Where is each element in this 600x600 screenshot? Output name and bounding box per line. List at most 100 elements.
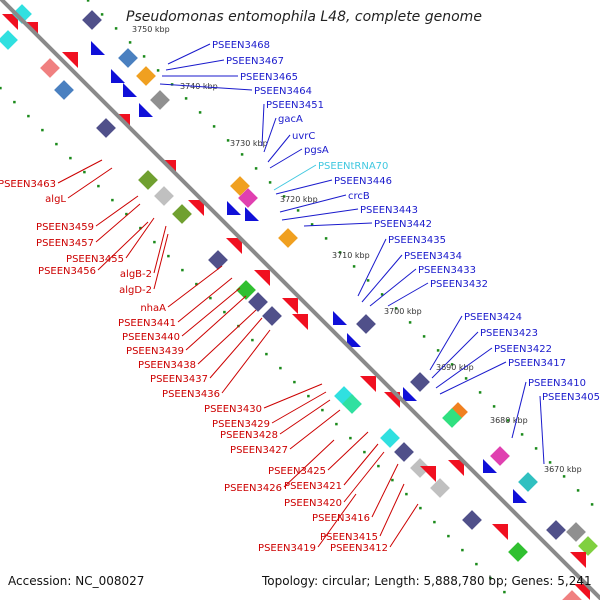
tick-mark bbox=[282, 195, 286, 198]
gene-label: PSEEN3426 bbox=[224, 483, 282, 494]
label-leader bbox=[435, 347, 493, 389]
label-leader bbox=[185, 295, 247, 351]
gene-label: PSEEN3455 bbox=[66, 254, 124, 265]
gene-block bbox=[248, 292, 268, 312]
gene-block bbox=[490, 446, 510, 466]
gene-label: algL bbox=[45, 194, 66, 205]
tick-mark bbox=[408, 321, 412, 324]
tick-mark bbox=[55, 142, 58, 146]
tick-mark bbox=[433, 520, 436, 524]
gene-block bbox=[508, 542, 528, 562]
tick-mark bbox=[436, 349, 440, 352]
forward-gene bbox=[492, 524, 508, 540]
label-leader bbox=[379, 483, 405, 537]
tick-mark bbox=[184, 97, 188, 100]
gene-label: PSEEN3415 bbox=[320, 532, 378, 543]
label-leader bbox=[539, 395, 545, 465]
tick-mark bbox=[492, 405, 496, 408]
tick-mark bbox=[307, 394, 310, 398]
reverse-gene bbox=[403, 387, 417, 401]
gene-label: uvrC bbox=[292, 131, 315, 142]
label-leader bbox=[369, 268, 417, 307]
gene-label: PSEEN3441 bbox=[118, 318, 176, 329]
gene-block bbox=[118, 48, 138, 68]
gene-block bbox=[546, 520, 566, 540]
forward-gene bbox=[2, 14, 18, 30]
scale-label: 3710 kbp bbox=[332, 251, 370, 260]
tick-mark bbox=[324, 237, 328, 240]
label-leader bbox=[57, 159, 103, 184]
gene-block bbox=[562, 590, 582, 600]
gene-label: PSEEN3467 bbox=[226, 56, 284, 67]
label-leader bbox=[283, 439, 335, 488]
label-leader bbox=[387, 282, 429, 307]
tick-mark bbox=[461, 548, 464, 552]
reverse-gene bbox=[139, 103, 153, 117]
tick-mark bbox=[27, 114, 30, 118]
gene-block bbox=[410, 372, 430, 392]
scale-label: 3750 kbp bbox=[132, 25, 170, 34]
forward-gene bbox=[574, 584, 590, 600]
label-leader bbox=[343, 451, 385, 503]
tick-mark bbox=[251, 338, 254, 342]
gene-block bbox=[578, 536, 598, 556]
gene-block bbox=[342, 394, 362, 414]
label-leader bbox=[303, 222, 373, 227]
gene-label: gacA bbox=[278, 114, 303, 125]
tick-mark bbox=[394, 307, 398, 310]
tick-mark bbox=[520, 433, 524, 436]
gene-block bbox=[394, 442, 414, 462]
gene-label: PSEEN3434 bbox=[404, 251, 462, 262]
reverse-gene bbox=[245, 207, 259, 221]
label-leader bbox=[511, 381, 527, 439]
label-leader bbox=[289, 409, 341, 450]
forward-gene bbox=[282, 298, 298, 314]
tick-mark bbox=[114, 27, 118, 30]
tick-mark bbox=[0, 86, 2, 90]
label-leader bbox=[267, 134, 291, 163]
label-leader bbox=[389, 503, 419, 548]
gene-label: PSEEN3429 bbox=[212, 419, 270, 430]
gene-block bbox=[262, 306, 282, 326]
gene-label: crcB bbox=[348, 191, 370, 202]
label-leader bbox=[153, 233, 169, 290]
tick-mark bbox=[576, 489, 580, 492]
label-leader bbox=[273, 164, 317, 191]
gene-block bbox=[154, 186, 174, 206]
gene-block bbox=[566, 522, 586, 542]
gene-label: PSEEN3443 bbox=[360, 205, 418, 216]
gene-block bbox=[380, 428, 400, 448]
tick-mark bbox=[268, 181, 272, 184]
tick-mark bbox=[478, 391, 482, 394]
label-leader bbox=[281, 208, 359, 221]
label-leader bbox=[263, 383, 323, 409]
tick-mark bbox=[226, 139, 230, 142]
tick-mark bbox=[475, 562, 478, 566]
tick-mark bbox=[377, 464, 380, 468]
gene-features bbox=[0, 4, 598, 600]
topology-text: Topology: circular; Length: 5,888,780 bp… bbox=[262, 574, 592, 588]
tick-mark bbox=[380, 293, 384, 296]
gene-label: PSEEN3424 bbox=[464, 312, 522, 323]
gene-label: PSEEN3420 bbox=[284, 498, 342, 509]
accession-text: Accession: NC_008027 bbox=[8, 574, 145, 588]
label-leader bbox=[159, 83, 253, 91]
label-leader bbox=[271, 391, 327, 424]
reverse-gene bbox=[227, 201, 241, 215]
tick-mark bbox=[562, 475, 566, 478]
label-leader bbox=[197, 309, 257, 365]
gene-label: PSEEN3442 bbox=[374, 219, 432, 230]
gene-block bbox=[96, 118, 116, 138]
gene-label: PSEEN3464 bbox=[254, 86, 312, 97]
tick-mark bbox=[391, 478, 394, 482]
tick-mark bbox=[240, 153, 244, 156]
gene-label: PSEEN3425 bbox=[268, 466, 326, 477]
label-leader bbox=[439, 361, 507, 395]
tick-mark bbox=[296, 209, 300, 212]
label-leader bbox=[357, 238, 387, 297]
label-leader bbox=[167, 265, 223, 308]
gene-label: PSEENtRNA70 bbox=[318, 161, 388, 172]
forward-gene bbox=[254, 270, 270, 286]
reverse-gene bbox=[483, 459, 497, 473]
